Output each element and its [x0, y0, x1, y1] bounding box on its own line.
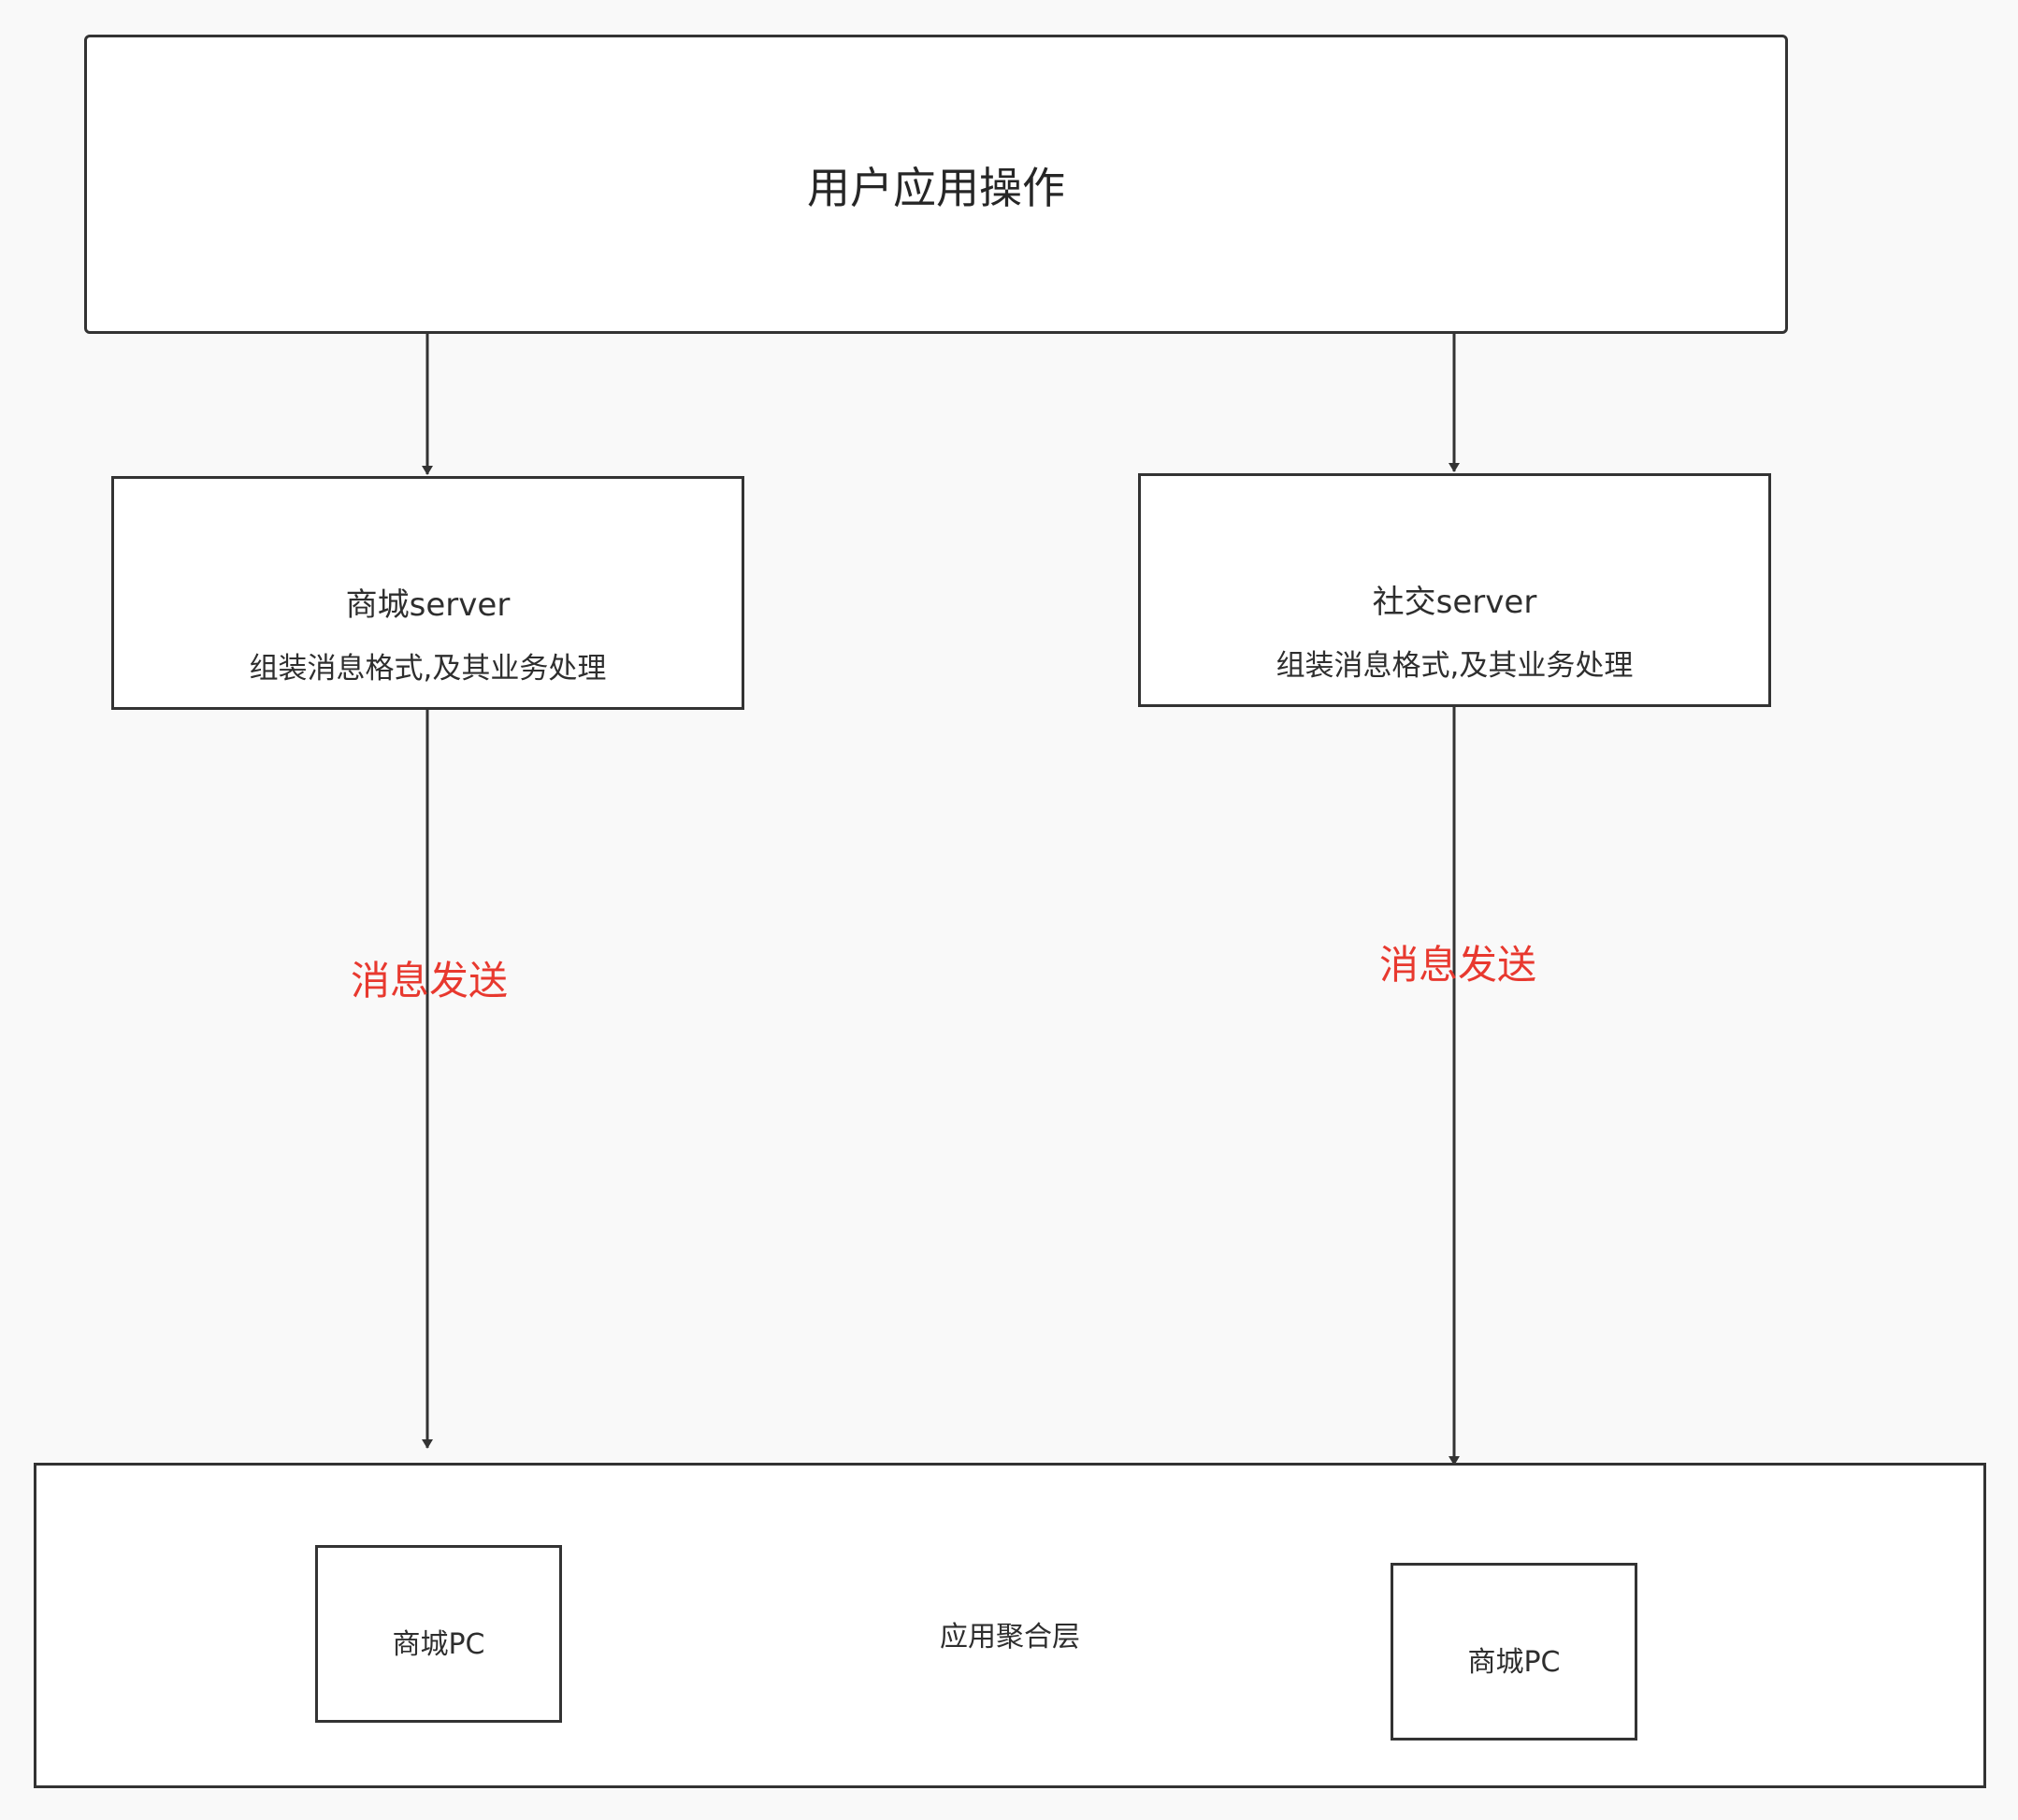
user-operation-title: 用户应用操作	[807, 163, 1065, 213]
social-server-title: 社交server	[1372, 584, 1537, 621]
social-server-box: 社交server 组装消息格式,及其业务处理	[1138, 473, 1771, 707]
user-operation-box: 用户应用操作	[84, 35, 1788, 334]
mall-pc-box-left: 商城PC	[315, 1545, 562, 1723]
mall-server-description: 组装消息格式,及其业务处理	[249, 652, 607, 686]
social-server-description: 组装消息格式,及其业务处理	[1276, 649, 1634, 683]
application-aggregation-layer: 应用聚合层 商城PC 商城PC	[34, 1463, 1986, 1788]
mall-server-title: 商城server	[345, 586, 511, 624]
mall-pc-label-left: 商城PC	[392, 1628, 485, 1661]
mall-server-box: 商城server 组装消息格式,及其业务处理	[111, 476, 744, 710]
message-send-label-left: 消息发送	[351, 958, 509, 1004]
mall-pc-box-right: 商城PC	[1391, 1563, 1637, 1741]
message-send-label-right: 消息发送	[1379, 942, 1537, 988]
aggregation-layer-label: 应用聚合层	[940, 1621, 1080, 1654]
mall-pc-label-right: 商城PC	[1467, 1646, 1561, 1679]
